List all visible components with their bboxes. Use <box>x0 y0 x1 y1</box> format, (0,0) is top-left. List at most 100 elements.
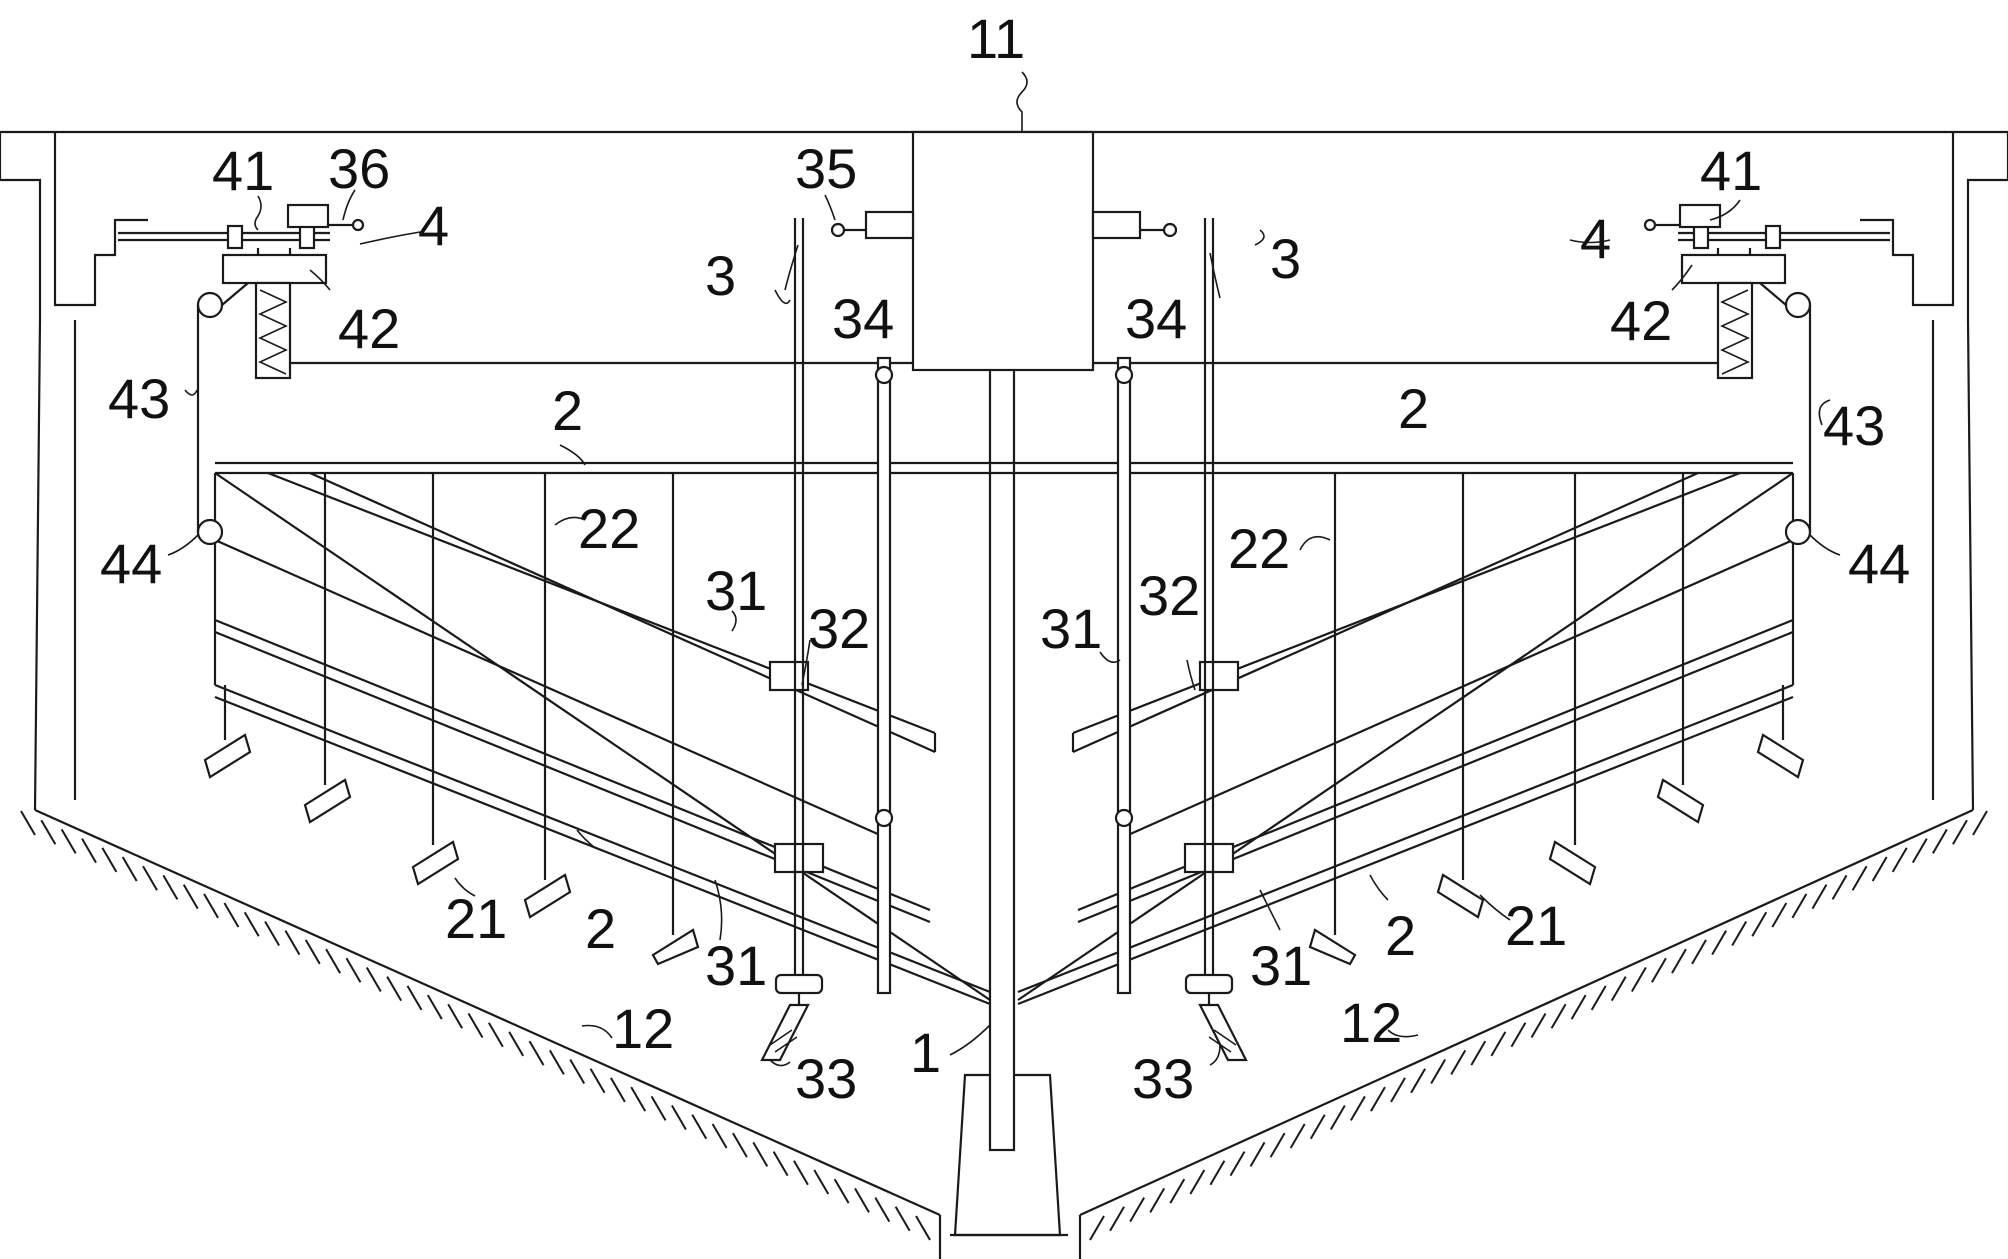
floor-hatch-mark <box>1189 1169 1206 1195</box>
floor-hatch-mark <box>243 911 260 937</box>
floor-hatch-mark <box>1871 856 1888 882</box>
floor-hatch-mark <box>406 985 423 1011</box>
tank-floor <box>20 808 1988 1259</box>
label-42-left: 42 <box>338 297 400 360</box>
floor-hatch-mark <box>548 1049 565 1075</box>
floor-hatch-mark <box>304 939 321 965</box>
floor-hatch-mark <box>1731 920 1748 946</box>
upper-beams <box>215 361 1793 475</box>
nozzle-left <box>760 973 824 1062</box>
floor-hatch-mark <box>1610 976 1627 1002</box>
label-32-right: 32 <box>1138 564 1200 627</box>
label-31-upper-left: 31 <box>705 559 767 622</box>
floor-hatch-mark <box>854 1187 870 1213</box>
floor-hatch-mark <box>162 874 179 900</box>
floor-hatch-mark <box>610 1077 626 1103</box>
floor-hatch-mark <box>1911 838 1928 864</box>
nozzle-right <box>1184 973 1248 1062</box>
floor-hatch-mark <box>589 1068 606 1094</box>
floor-hatch-mark <box>1350 1095 1366 1121</box>
floor-hatch-mark <box>772 1151 789 1177</box>
floor-hatch-mark <box>325 948 341 974</box>
floor-hatch-mark <box>1169 1178 1186 1204</box>
floor-hatch-mark <box>264 920 280 946</box>
label-35: 35 <box>795 137 857 200</box>
floor-hatch-mark <box>732 1132 748 1158</box>
floor-hatch-mark <box>121 856 138 882</box>
floor-hatch-mark <box>671 1105 687 1131</box>
floor-hatch-mark <box>1089 1215 1105 1241</box>
floor-hatch-mark <box>1450 1049 1467 1075</box>
label-34-left: 34 <box>832 287 894 350</box>
floor-hatch-mark <box>1891 847 1908 873</box>
floor-hatch-mark <box>650 1095 667 1121</box>
floor-hatch-mark <box>1791 893 1808 919</box>
label-43-left: 43 <box>108 367 170 430</box>
label-21-left: 21 <box>445 887 507 950</box>
label-44-right: 44 <box>1848 532 1910 595</box>
drive-box <box>830 130 1178 372</box>
floor-hatch-mark <box>447 1003 464 1029</box>
label-43-right: 43 <box>1823 394 1885 457</box>
floor-hatch-mark <box>1530 1012 1547 1039</box>
right-lifting-mechanism <box>1643 203 1890 546</box>
label-31-lower-left: 31 <box>705 934 767 997</box>
label-4-right: 4 <box>1580 207 1611 270</box>
floor-hatch-mark <box>569 1059 586 1085</box>
label-21-right: 21 <box>1505 894 1567 957</box>
label-11: 11 <box>967 7 1025 70</box>
vertical-rods <box>793 218 1215 995</box>
floor-hatch-mark <box>1269 1132 1286 1158</box>
floor-hatch-mark <box>1249 1141 1266 1167</box>
floor-hatch-mark <box>508 1031 525 1057</box>
floor-hatch-mark <box>1289 1123 1306 1149</box>
label-32-left: 32 <box>808 597 870 660</box>
floor-hatch-mark <box>1430 1059 1447 1085</box>
label-33-left: 33 <box>795 1047 857 1110</box>
floor-hatch-mark <box>874 1197 891 1223</box>
floor-hatch-mark <box>1570 994 1587 1020</box>
floor-hatch-mark <box>1931 828 1948 854</box>
label-34-right: 34 <box>1125 287 1187 350</box>
floor-hatch-mark <box>1952 819 1968 845</box>
label-42-right: 42 <box>1610 289 1672 352</box>
floor-hatch-mark <box>915 1215 931 1241</box>
label-31-upper-right: 31 <box>1040 597 1102 660</box>
floor-hatch-mark <box>426 994 443 1020</box>
floor-hatch-mark <box>81 838 97 864</box>
floor-hatch-mark <box>1209 1160 1226 1186</box>
floor-hatch-mark <box>1109 1206 1125 1232</box>
central-column <box>950 358 1068 1237</box>
floor-hatch-mark <box>60 828 77 854</box>
floor-hatch-mark <box>284 930 301 956</box>
label-3-left: 3 <box>705 244 736 307</box>
floor-hatch-mark <box>142 865 158 891</box>
floor-hatch-mark <box>1390 1077 1406 1103</box>
label-4-left: 4 <box>418 194 449 257</box>
floor-hatch-mark <box>691 1114 708 1140</box>
floor-hatch-mark <box>1651 957 1667 983</box>
floor-hatch-mark <box>1149 1187 1166 1213</box>
label-2-upper-right: 2 <box>1398 377 1429 440</box>
floor-hatch-mark <box>1771 902 1788 928</box>
floor-hatch-mark <box>793 1160 809 1186</box>
floor-hatch-mark <box>1691 939 1707 965</box>
floor-hatch-mark <box>1851 865 1868 891</box>
floor-hatch-mark <box>1470 1040 1487 1066</box>
label-41-right: 41 <box>1700 139 1762 202</box>
floor-hatch-mark <box>487 1022 504 1048</box>
label-33-right: 33 <box>1132 1047 1194 1110</box>
reference-labels: 11 41 36 35 4 42 3 34 43 2 22 44 31 32 2… <box>100 7 1910 1110</box>
floor-hatch-mark <box>1711 930 1727 956</box>
floor-hatch-mark <box>223 902 240 928</box>
floor-hatch-mark <box>1510 1022 1527 1048</box>
label-2-upper-left: 2 <box>552 379 583 442</box>
floor-hatch-mark <box>1329 1105 1346 1131</box>
floor-hatch-mark <box>711 1123 728 1149</box>
label-2-lower-right: 2 <box>1385 904 1416 967</box>
label-1: 1 <box>910 1021 941 1084</box>
floor-hatch-mark <box>1751 911 1768 937</box>
floor-hatch-mark <box>1630 966 1647 992</box>
left-lifting-mechanism <box>118 203 365 546</box>
